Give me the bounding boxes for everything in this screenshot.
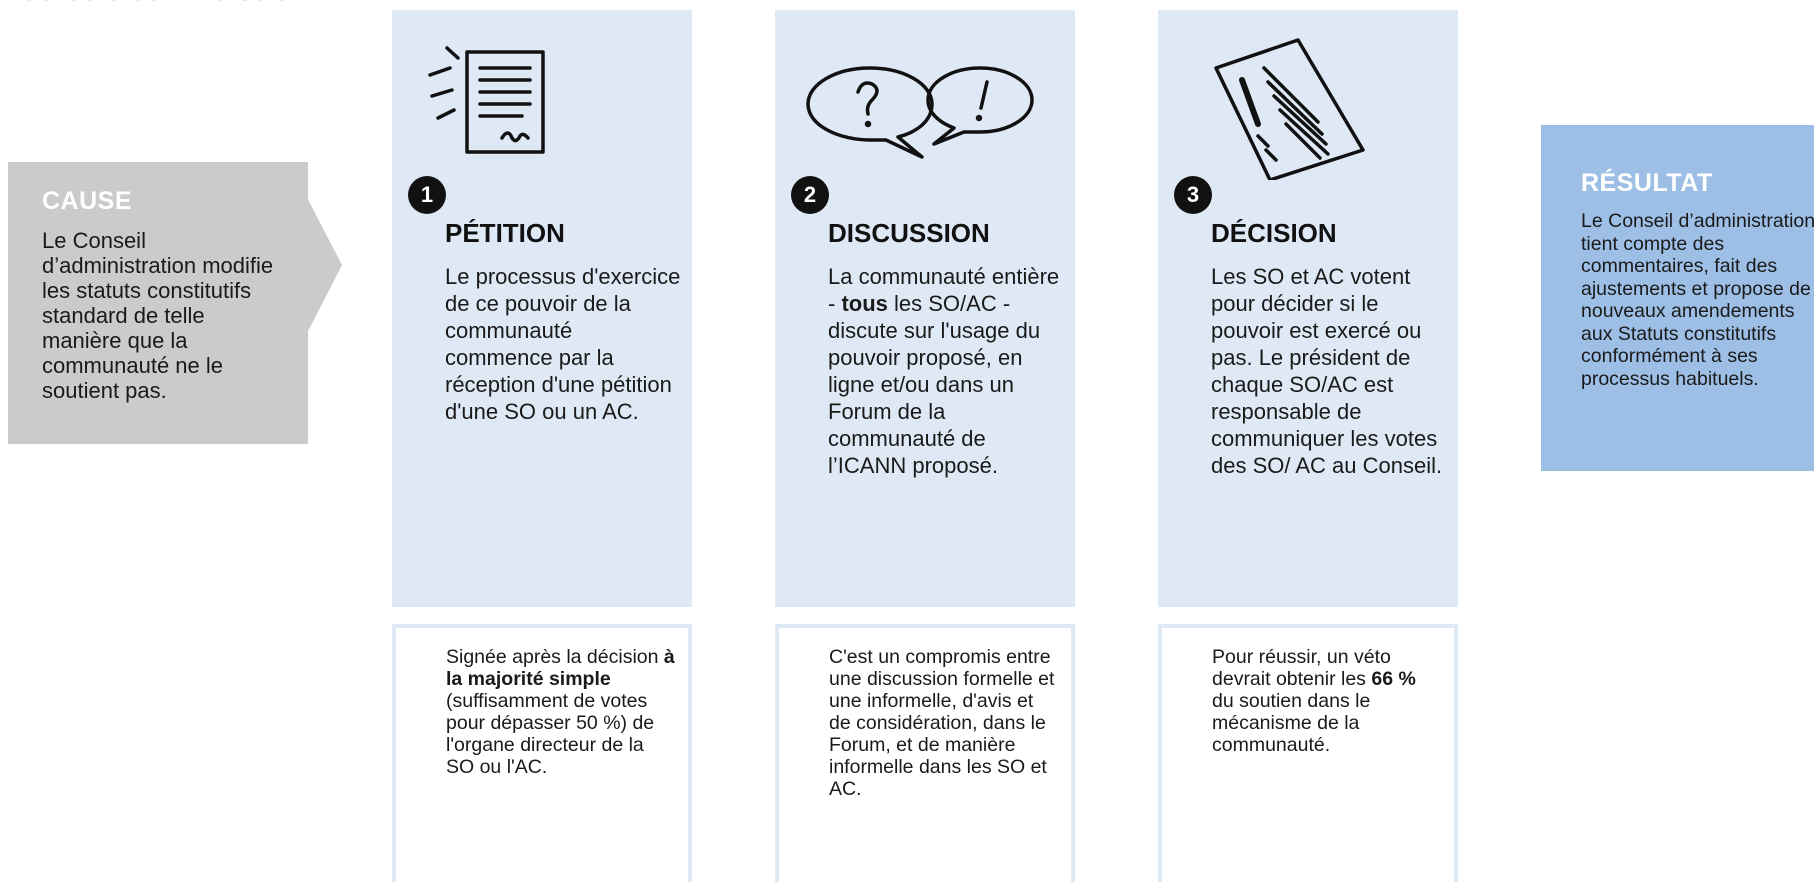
step-text: La communauté entière - tous les SO/AC -… (828, 263, 1068, 479)
note-decision: Pour réussir, un véto devrait obtenir le… (1158, 624, 1458, 882)
note-petition: Signée après la décision à la majorité s… (392, 624, 692, 882)
step-number-badge: 2 (791, 176, 829, 214)
cause-text: Le Conseil d’administration modifie les … (42, 228, 274, 403)
result-title: RÉSULTAT (1581, 169, 1713, 197)
step-text-part: les SO/AC - discute sur l'usage du pouvo… (828, 291, 1041, 478)
step-number-badge: 1 (408, 176, 446, 214)
note-discussion: C'est un compromis entre une discussion … (775, 624, 1075, 882)
step-number-badge: 3 (1174, 176, 1212, 214)
result-text: Le Conseil d’administration tient compte… (1581, 210, 1814, 390)
note-text: Pour réussir, un véto devrait obtenir le… (1212, 646, 1391, 690)
cause-box: CAUSE Le Conseil d’administration modifi… (8, 162, 308, 444)
step-text-bold: tous (841, 291, 888, 316)
step-title: DISCUSSION (828, 218, 990, 248)
result-box: RÉSULTAT Le Conseil d’administration tie… (1541, 125, 1814, 471)
ballot-paper-icon (1214, 38, 1365, 182)
intro-heading-fragment: déroule comme suit : (22, 0, 300, 8)
step-text-part: La communauté entière - (828, 264, 1060, 316)
step-text: Le processus d'exercice de ce pouvoir de… (445, 264, 681, 424)
step-title: PÉTITION (445, 218, 565, 248)
cause-title: CAUSE (42, 187, 133, 215)
note-text: Signée après la décision (446, 646, 664, 668)
note-bold-text: à la majorité simple (446, 646, 675, 690)
step-decision: 3 DÉCISION Les SO et AC votent pour déci… (1158, 10, 1458, 607)
step-text: Les SO et AC votent pour décider si le p… (1211, 264, 1443, 478)
note-text: (suffisamment de votes pour dépasser 50 … (446, 690, 655, 778)
speech-bubbles-icon (806, 66, 1034, 159)
document-icon (428, 46, 545, 154)
step-discussion: 2 DISCUSSION La communauté entière - tou… (775, 10, 1075, 607)
step-title: DÉCISION (1211, 218, 1337, 248)
step-petition: 1 PÉTITION Le processus d'exercice de ce… (392, 10, 692, 607)
note-text: C'est un compromis entre une discussion … (829, 646, 1055, 800)
note-bold-text: 66 % (1371, 668, 1416, 690)
note-text: du soutien dans le mécanisme de la commu… (1212, 690, 1371, 756)
